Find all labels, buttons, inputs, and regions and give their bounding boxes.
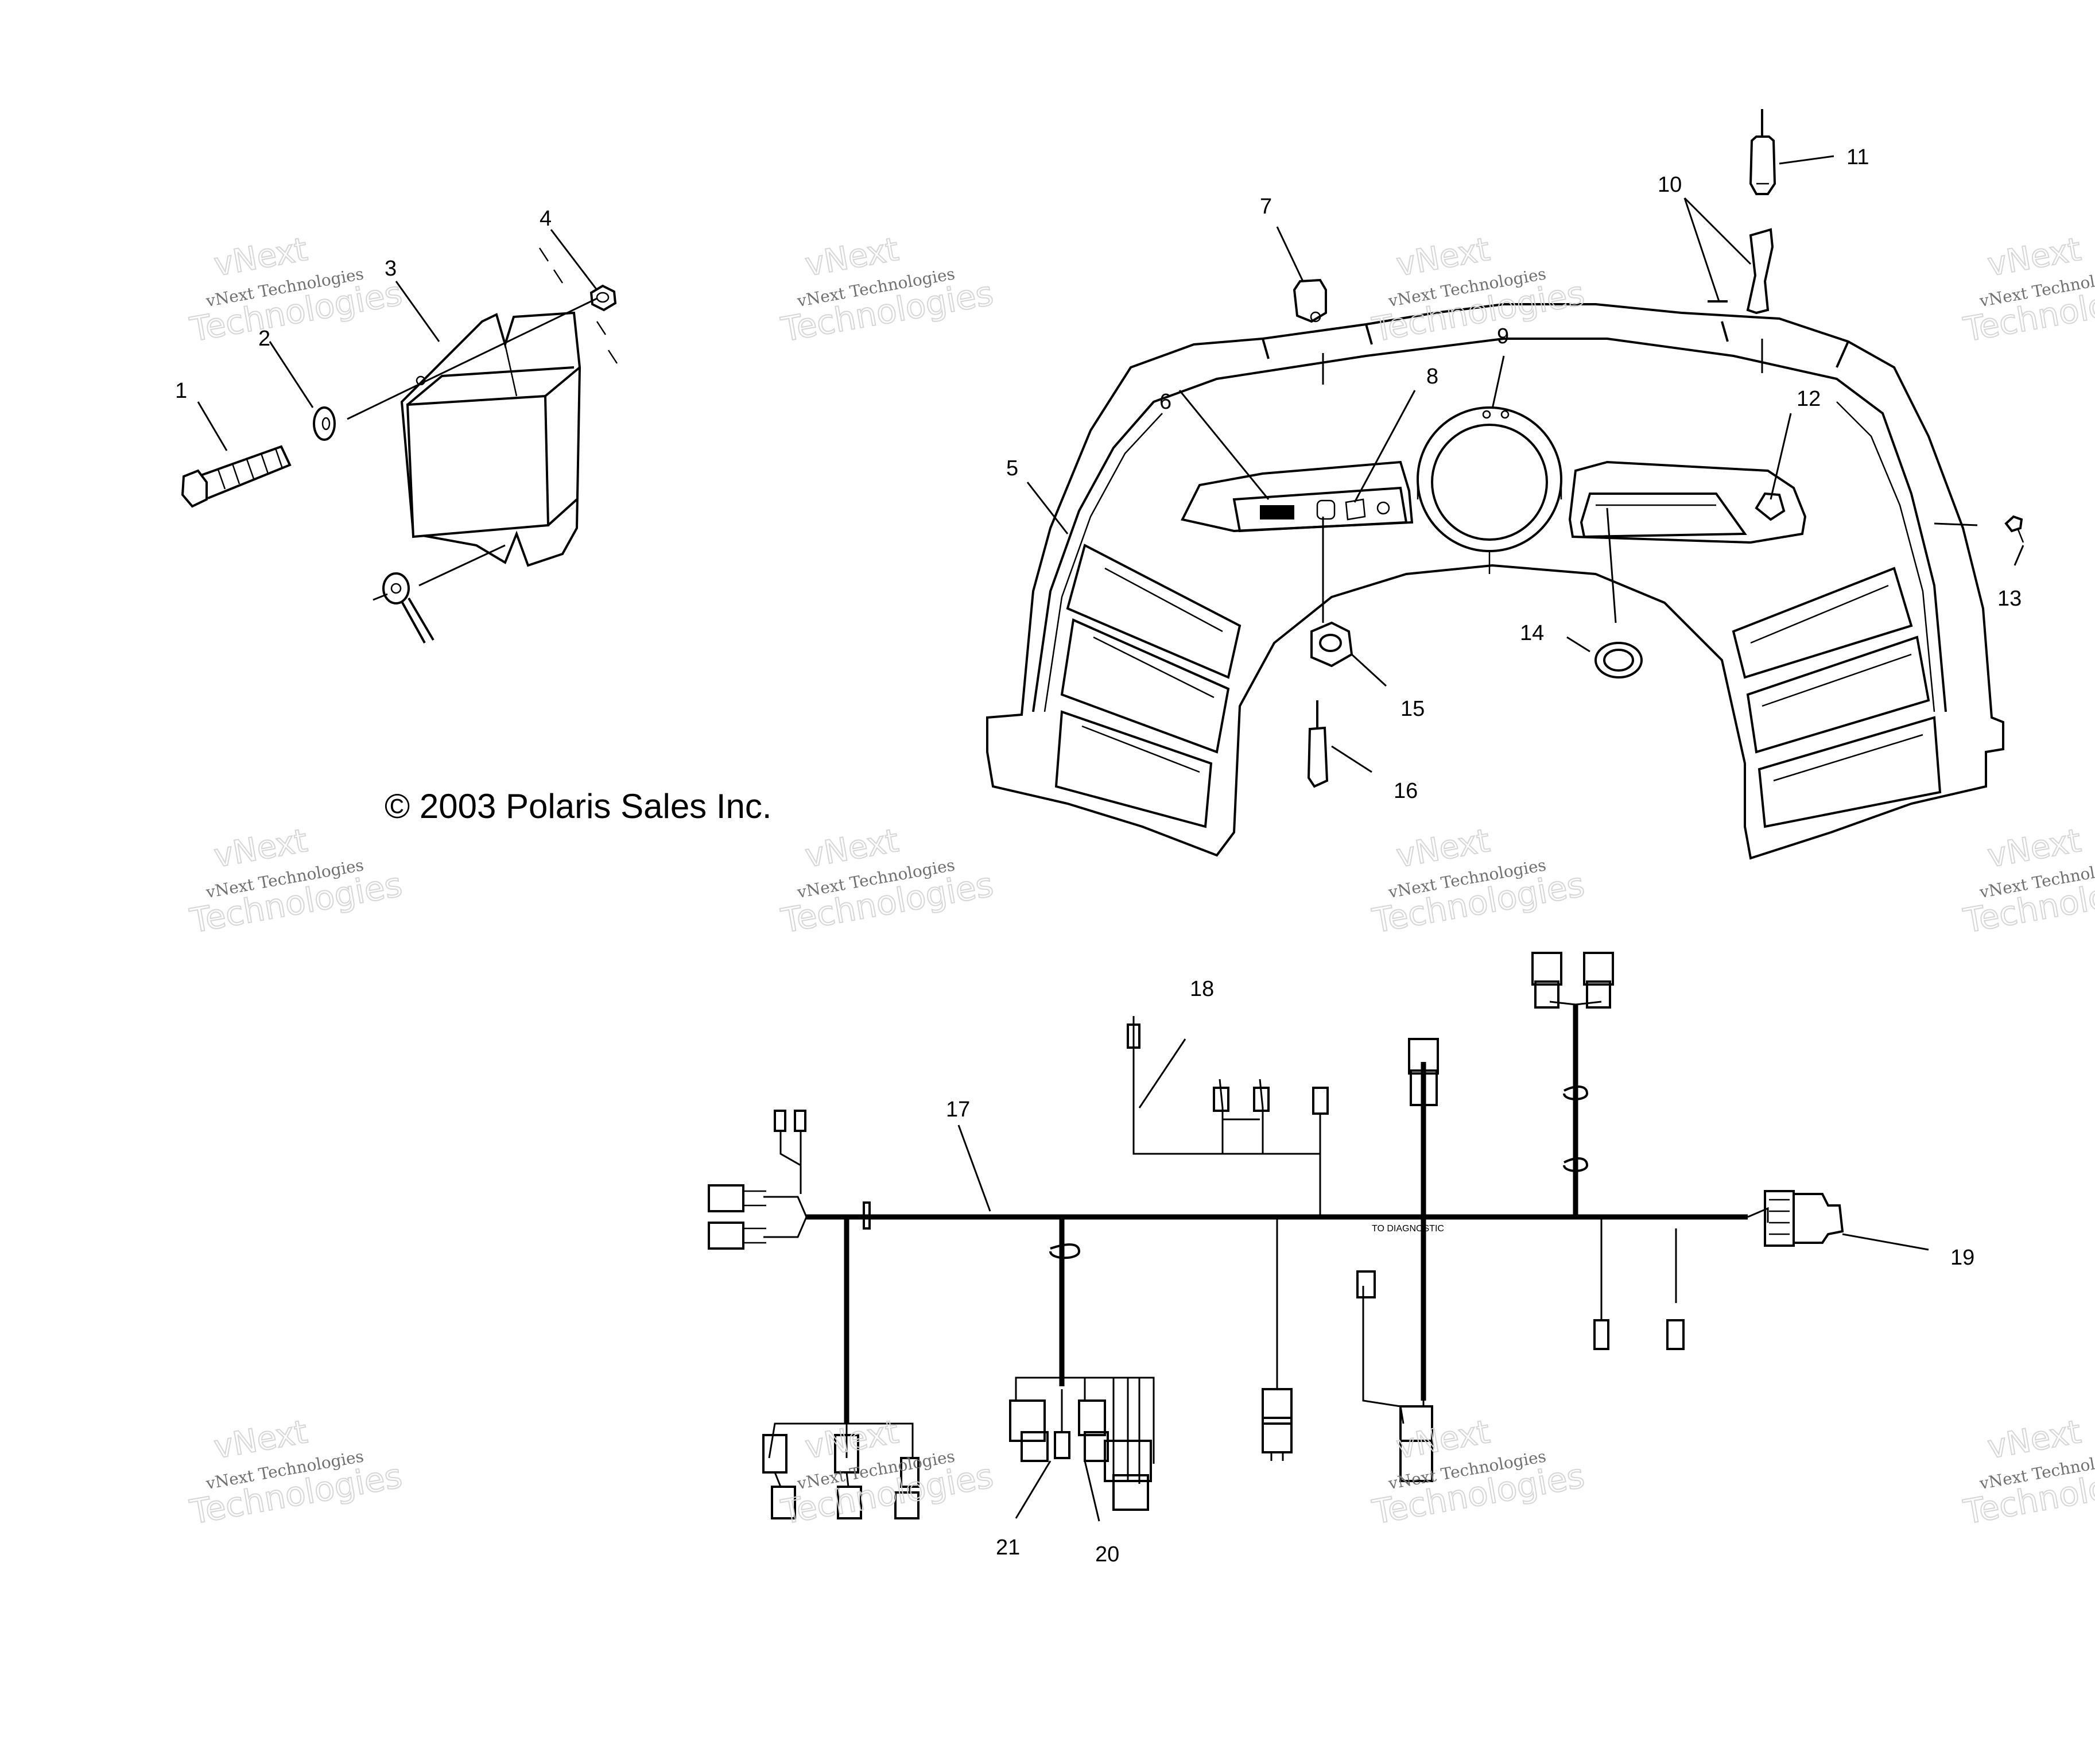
bottom-center-connectors: [1009, 1377, 1155, 1522]
part-label-17: 17: [946, 1098, 970, 1122]
part-label-12: 12: [1797, 387, 1821, 411]
grommet: [1566, 507, 1643, 679]
part-label-13: 13: [1997, 587, 2022, 611]
part-labels: 1 2 3 4 5 6 7 8 9 10 11 12 13 14 15 16 1…: [175, 145, 2022, 1567]
part-label-16: 16: [1394, 779, 1418, 803]
right-switch-pod: [1568, 460, 1807, 544]
dash-panel: [986, 109, 2024, 860]
part-label-1: 1: [175, 379, 187, 403]
left-end-connectors: [708, 1110, 808, 1250]
part-label-2: 2: [258, 327, 270, 351]
part-label-5: 5: [1006, 456, 1018, 480]
lower-left-connectors: [762, 1422, 920, 1519]
part-label-14: 14: [1520, 621, 1544, 645]
watermark: vNext vNext Technologies Technologies: [187, 1413, 406, 1532]
wiring-harness: TO DIAGNOSTIC: [708, 952, 1929, 1522]
main-connector: [1747, 1190, 1929, 1251]
screw: [1934, 515, 2024, 566]
watermark: vNext vNext Technologies Technologies: [778, 230, 997, 350]
center-right-connectors: [1356, 1038, 1439, 1482]
part-label-4: 4: [540, 207, 552, 231]
watermark: vNext vNext Technologies Technologies: [1960, 821, 2095, 941]
gauge-bezel: [1417, 406, 1562, 552]
part-label-21: 21: [996, 1536, 1020, 1560]
bolt: [181, 445, 292, 508]
part-label-20: 20: [1095, 1542, 1119, 1567]
part-label-18: 18: [1190, 977, 1214, 1001]
upper-right-connectors: [1531, 952, 1614, 1172]
right-vents: [1732, 567, 1942, 828]
washer: [313, 406, 336, 441]
toggle-switch: [1683, 109, 1834, 373]
diagnostic-marker: TO DIAGNOSTIC: [1372, 1224, 1444, 1234]
left-vents: [1054, 544, 1242, 828]
lamp-socket: [1310, 517, 1387, 687]
part-label-19: 19: [1950, 1246, 1974, 1270]
bulb: [1307, 700, 1372, 788]
watermark: vNext vNext Technologies Technologies: [1369, 1413, 1588, 1532]
watermark: vNext vNext Technologies Technologies: [1960, 230, 2095, 350]
regulator-body: [400, 311, 581, 567]
upper-sub-harness: [1127, 1016, 1329, 1155]
part-label-6: 6: [1159, 390, 1171, 414]
nut: [538, 247, 618, 364]
part-label-10: 10: [1658, 173, 1682, 197]
watermark: vNext vNext Technologies Technologies: [778, 821, 997, 941]
watermark: vNext vNext Technologies Technologies: [1960, 1413, 2095, 1532]
part-label-11: 11: [1846, 145, 1869, 169]
ignition-key: [1276, 226, 1327, 385]
watermark: vNext vNext Technologies Technologies: [187, 821, 406, 941]
middle-connector: [1262, 1388, 1293, 1461]
part-label-15: 15: [1400, 697, 1425, 721]
ground-lead: [373, 544, 506, 643]
copyright-notice: © 2003 Polaris Sales Inc.: [385, 787, 772, 825]
watermark: vNext vNext Technologies Technologies: [1369, 821, 1588, 941]
part-label-9: 9: [1497, 324, 1509, 348]
left-switch-pod: [1181, 460, 1414, 533]
watermark: vNext vNext Technologies Technologies: [187, 230, 406, 350]
part-label-7: 7: [1260, 195, 1272, 219]
part-label-3: 3: [385, 257, 397, 281]
regulator-assembly: [181, 229, 618, 643]
part-label-8: 8: [1426, 365, 1438, 389]
watermark: vNext vNext Technologies Technologies: [778, 1413, 997, 1532]
